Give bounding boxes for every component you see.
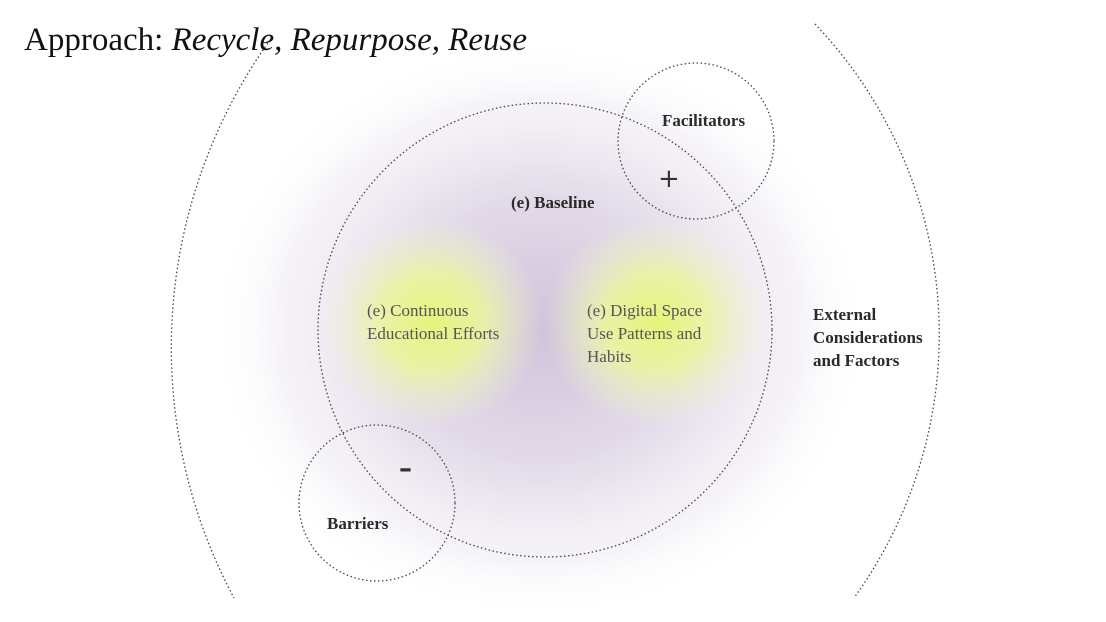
title-prefix: Approach: <box>24 22 172 58</box>
external-factors-line2: Considerations <box>813 328 923 347</box>
minus-sign: – <box>399 454 412 484</box>
external-factors-line3: and Factors <box>813 351 900 370</box>
continuous-efforts-line1: (e) Continuous <box>367 301 469 320</box>
digital-space-line1: (e) Digital Space <box>587 301 703 320</box>
barriers-label: Barriers <box>327 514 389 533</box>
yellow-glow-right <box>544 217 768 427</box>
digital-space-line2: Use Patterns and <box>587 324 702 343</box>
digital-space-line3: Habits <box>587 347 632 366</box>
plus-sign: + <box>658 164 680 194</box>
external-factors-line1: External <box>813 305 877 324</box>
outer-right-arc <box>814 23 940 599</box>
baseline-label: (e) Baseline <box>511 193 595 212</box>
facilitators-label: Facilitators <box>662 111 746 130</box>
yellow-glow-left <box>320 217 544 427</box>
facilitators-circle <box>617 62 775 220</box>
continuous-efforts-line2: Educational Efforts <box>367 324 500 343</box>
barriers-circle <box>298 424 456 582</box>
baseline-circle <box>317 102 773 558</box>
